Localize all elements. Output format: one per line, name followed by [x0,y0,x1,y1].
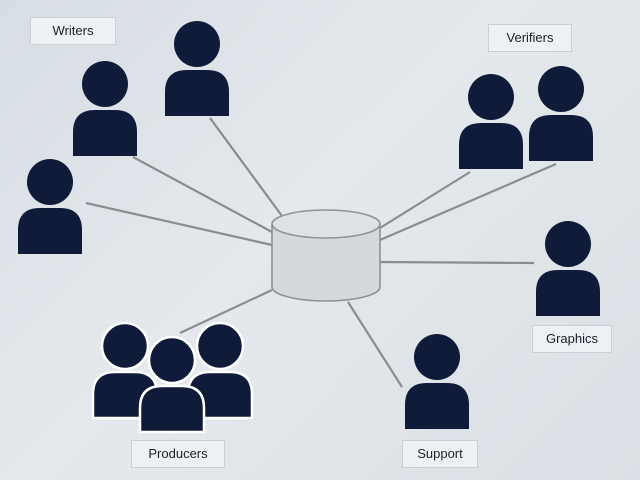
verifier-person-icon [529,66,593,161]
producers-label: Producers [131,440,225,468]
verifiers-label: Verifiers [488,24,572,52]
writer-person-icon [165,21,229,116]
support-label: Support [402,440,478,468]
connector-verifier-left [379,171,471,229]
connector-verifier-right [379,162,557,242]
support-person-icon [405,334,469,429]
writer-person-icon [73,61,137,156]
connector-support [347,301,403,388]
connector-writer-left [85,201,273,247]
writers-label: Writers [30,17,116,45]
connector-writer-top [209,117,283,217]
connector-producers [179,289,273,334]
graphics-label: Graphics [532,325,612,353]
database-icon [271,209,381,302]
verifier-person-icon [459,74,523,169]
writer-person-icon [18,159,82,254]
connector-graphics [379,260,535,265]
connector-writer-middle [132,156,273,233]
connectors [85,117,557,388]
graphics-person-icon [536,221,600,316]
